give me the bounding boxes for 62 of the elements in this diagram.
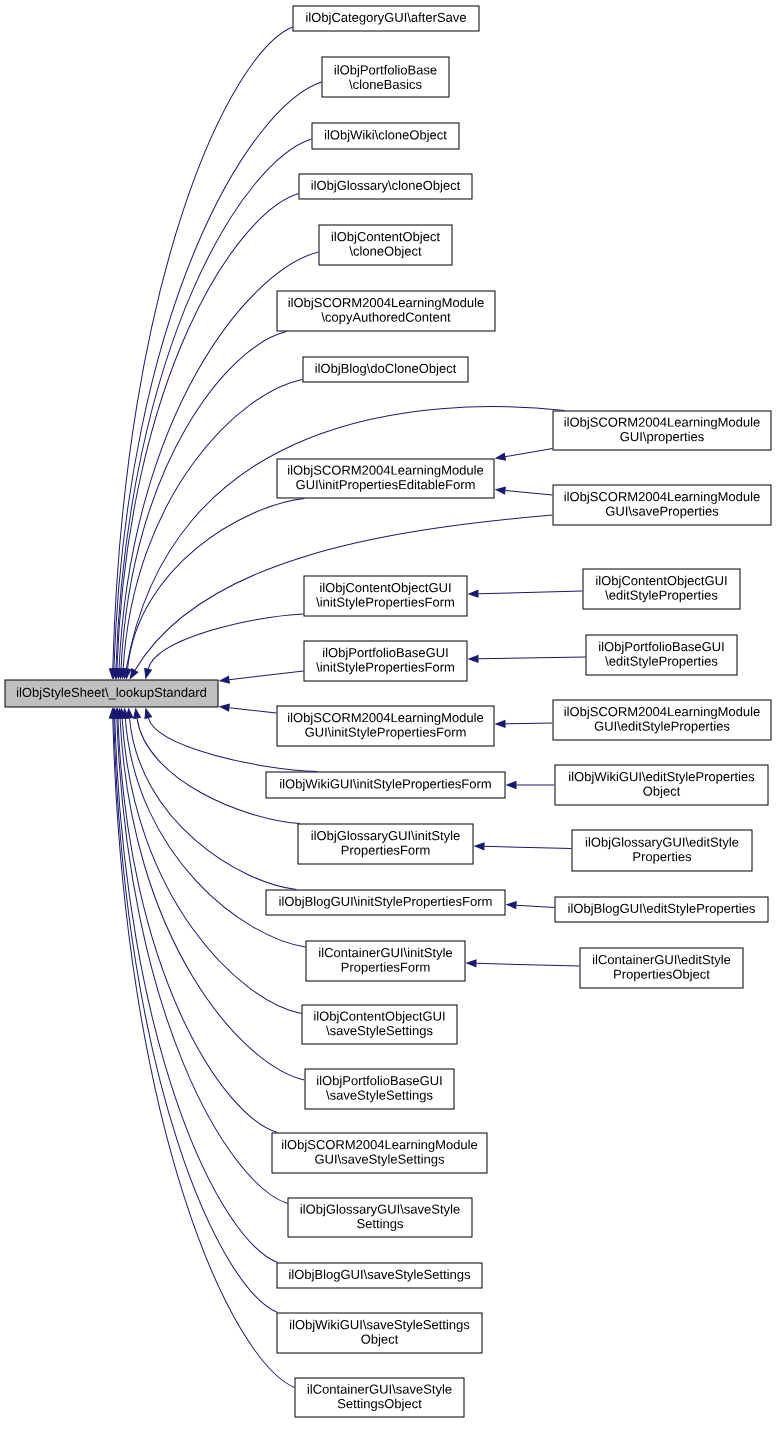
function-box: ilContainerGUI\initStyle PropertiesForm [305,940,466,982]
call-arrow [123,498,305,679]
function-box: ilObjWikiGUI\editStyleProperties Object [554,764,769,806]
function-box: ilObjSCORM2004LearningModule GUI\initPropertiesEditableForm [276,458,495,499]
call-arrow [468,654,586,663]
call-arrow [116,708,305,1081]
call-arrow [133,708,300,824]
function-box: ilObjWikiGUI\saveStyleSettings Object [276,1312,483,1354]
function-box: ilObjGlossaryGUI\initStyle PropertiesForm [297,823,474,865]
function-box: ilObjContentObject \cloneObject [318,224,453,266]
function-box: ilObjPortfolioBase \cloneBasics [321,56,450,98]
function-box: ilObjSCORM2004LearningModule \copyAuthoredContent [276,290,496,332]
call-arrow [144,613,304,679]
call-arrow [115,251,319,679]
call-arrow [112,138,312,679]
call-arrow [466,959,580,968]
function-box: ilObjSCORM2004LearningModule GUI\properties [552,410,772,451]
function-box: ilObjBlogGUI\initStylePropertiesForm [265,889,506,916]
call-arrow [121,708,306,948]
call-arrow [129,514,553,679]
function-box: ilObjGlossaryGUI\saveStyle Settings [287,1197,473,1238]
call-arrow [114,708,278,1133]
call-arrow [468,589,583,598]
call-arrow [108,26,293,679]
function-box: ilObjBlogGUI\editStyleProperties [554,896,769,923]
function-box: ilObjSCORM2004LearningModule GUI\initStylePropertiesForm [276,705,495,747]
function-box: ilObjSCORM2004LearningModule GUI\saveProperties [552,484,772,526]
call-arrow [495,448,553,461]
function-box: ilContainerGUI\editStyle PropertiesObject [579,947,744,989]
function-box: ilObjBlogGUI\saveStyleSettings [276,1262,483,1289]
call-arrow [506,781,555,789]
call-arrow [474,842,572,851]
function-box: ilObjContentObjectGUI \editStyleProperties [582,568,741,610]
call-arrow [495,486,553,496]
call-arrow [109,81,322,679]
call-arrow [495,719,553,728]
function-box: ilObjWikiGUI\initStylePropertiesForm [265,771,506,799]
call-arrow [122,406,565,679]
function-box: ilObjPortfolioBaseGUI \saveStyleSettings [304,1068,455,1110]
call-arrow [219,703,277,714]
function-box: ilObjContentObjectGUI \saveStyleSettings [301,1004,458,1045]
call-arrow [506,901,555,910]
function-box: ilObjCategoryGUI\afterSave [292,5,480,32]
call-arrow [118,708,302,1014]
function-box: ilObjWiki\cloneObject [311,122,460,150]
call-arrow [113,193,299,679]
function-box: ilObjPortfolioBaseGUI \editStyleProperties [585,634,738,676]
function-box: ilObjGlossary\cloneObject [298,173,473,200]
function-box: ilObjContentObjectGUI \initStylePropertiesForm [303,575,468,617]
call-arrow [119,379,303,679]
call-arrow [219,670,304,684]
call-arrow [125,708,297,890]
function-box: ilObjBlog\doCloneObject [302,356,469,383]
function-box: ilObjSCORM2004LearningModule GUI\editStyleProperties [552,699,772,741]
function-box: ilObjPortfolioBaseGUI \initStylePropertiesForm [303,640,468,682]
function-box: ilObjSCORM2004LearningModule GUI\saveStyleSettings [271,1132,488,1174]
function-box: ilContainerGUI\saveStyle SettingsObject [294,1377,465,1418]
call-arrow [117,331,287,679]
call-arrow [144,708,318,772]
function-box: ilObjStyleSheet\_lookupStandard [4,679,219,708]
function-box: ilObjGlossaryGUI\editStyle Properties [571,829,753,872]
call-arrow [108,708,295,1388]
